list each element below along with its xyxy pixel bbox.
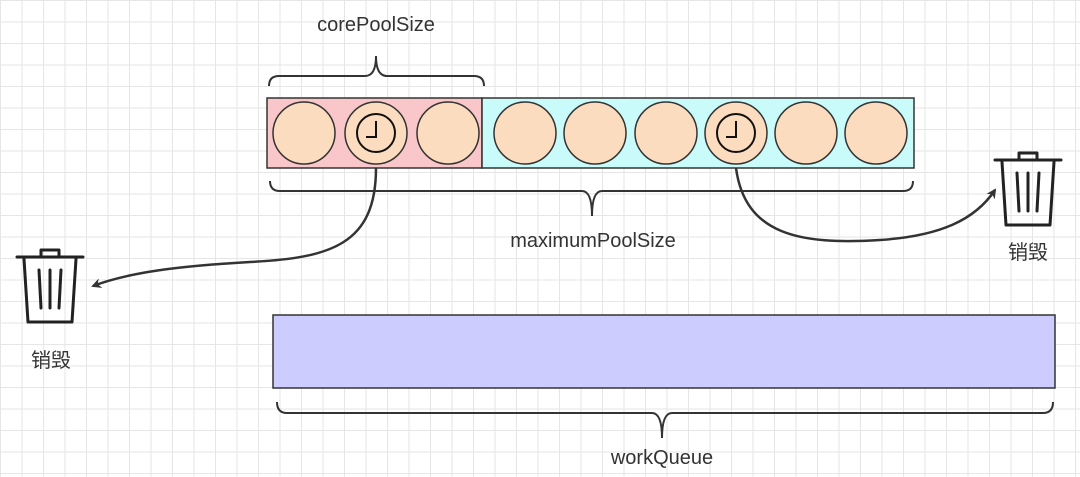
trash-icon	[15, 248, 85, 324]
threads-group	[272, 101, 908, 165]
trash-icon	[993, 151, 1063, 227]
thread-6	[634, 101, 698, 165]
maximum-pool-size-label: maximumPoolSize	[510, 230, 676, 252]
thread-circle	[563, 101, 627, 165]
work-queue-label: workQueue	[610, 447, 713, 469]
clock-icon	[356, 113, 396, 153]
clock-icon	[716, 113, 756, 153]
thread-4	[493, 101, 557, 165]
thread-8	[774, 101, 838, 165]
thread-7	[704, 101, 768, 165]
work-queue-box	[272, 314, 1056, 389]
thread-circle	[634, 101, 698, 165]
thread-circle	[844, 101, 908, 165]
thread-5	[563, 101, 627, 165]
thread-1	[272, 101, 336, 165]
thread-circle	[416, 101, 480, 165]
destroy-arrow-right	[734, 167, 997, 243]
thread-2	[344, 101, 408, 165]
thread-circle	[272, 101, 336, 165]
maximum-pool-size-brace	[269, 180, 914, 217]
core-pool-size-label: corePoolSize	[317, 14, 435, 36]
core-pool-size-brace	[268, 55, 485, 87]
thread-3	[416, 101, 480, 165]
destroy-label-right: 销毁	[1008, 241, 1048, 264]
work-queue-brace	[276, 401, 1054, 439]
thread-circle	[493, 101, 557, 165]
thread-9	[844, 101, 908, 165]
destroy-label-left: 销毁	[31, 349, 71, 372]
destroy-arrow-left	[91, 167, 378, 288]
thread-circle	[774, 101, 838, 165]
